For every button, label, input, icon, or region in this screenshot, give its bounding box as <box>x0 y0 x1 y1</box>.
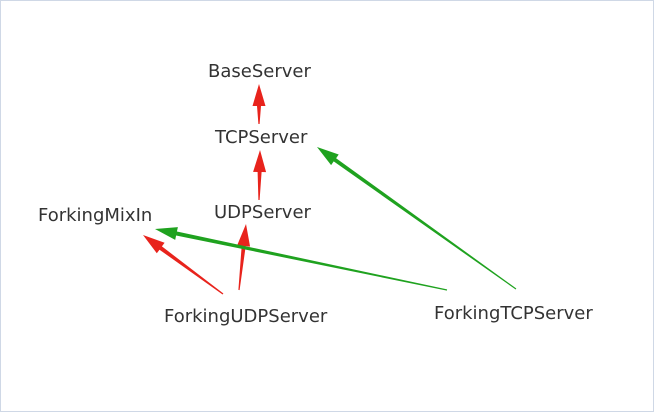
node-tcp-server: TCPServer <box>215 127 308 148</box>
arrow-forking-udp-server-to-forking-mixin <box>143 235 224 295</box>
arrow-tcp-server-to-base-server <box>252 84 266 124</box>
arrow-forking-udp-server-to-udp-server <box>237 224 251 291</box>
node-forking-mixin: ForkingMixIn <box>38 205 153 226</box>
node-forking-udp-server: ForkingUDPServer <box>164 306 328 327</box>
arrow-forking-tcp-server-to-tcp-server <box>317 147 517 290</box>
arrows-layer <box>143 84 517 295</box>
node-forking-tcp-server: ForkingTCPServer <box>434 303 593 324</box>
arrow-udp-server-to-tcp-server <box>253 150 267 200</box>
arrow-forking-tcp-server-to-forking-mixin <box>155 227 448 291</box>
node-base-server: BaseServer <box>208 61 311 82</box>
node-udp-server: UDPServer <box>214 202 311 223</box>
